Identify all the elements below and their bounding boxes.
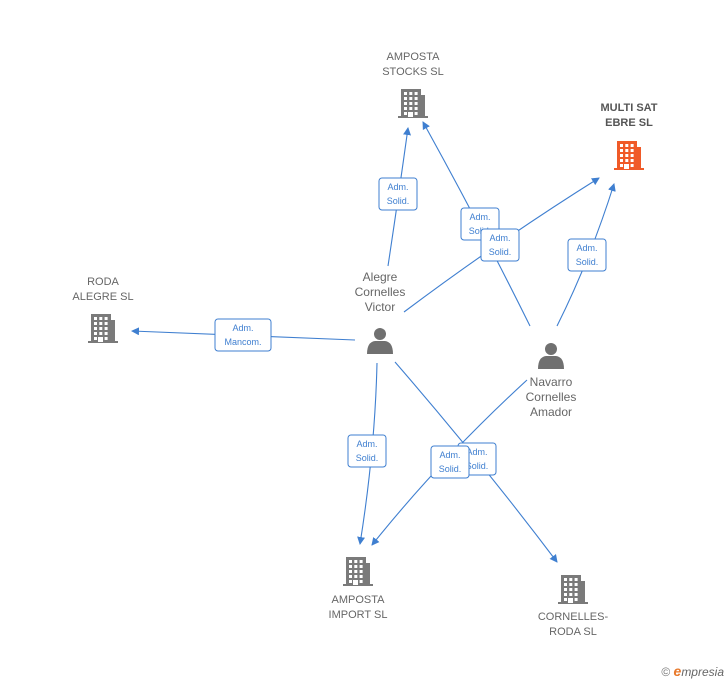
company-node-amposta-stocks[interactable]: AMPOSTA STOCKS SL <box>382 51 444 118</box>
person-label: Alegre <box>363 270 398 284</box>
role-badge-text: Adm. <box>489 233 510 243</box>
role-badge[interactable]: Adm. Solid. <box>567 238 607 272</box>
company-label: MULTI SAT <box>600 102 657 114</box>
role-badge-box <box>480 228 520 262</box>
role-badge-box <box>378 177 418 211</box>
role-badge-box <box>567 238 607 272</box>
badges-layer: Adm.Solid.Adm.Solid.Adm.Solid.Adm.Solid.… <box>214 177 607 479</box>
company-label: AMPOSTA <box>332 594 386 606</box>
role-badge-text: Adm. <box>576 243 597 253</box>
brand-logo-text: mpresia <box>681 665 724 679</box>
company-node-multi-sat[interactable]: MULTI SAT EBRE SL <box>600 102 658 170</box>
role-badge[interactable]: Adm. Solid. <box>480 228 520 262</box>
company-label: IMPORT SL <box>329 609 388 621</box>
company-label: RODA <box>87 276 119 288</box>
role-badge-text: Adm. <box>232 323 253 333</box>
company-label: EBRE SL <box>605 117 653 129</box>
role-badge-text: Adm. <box>466 447 487 457</box>
role-badge-box <box>347 434 387 468</box>
person-label: Victor <box>365 300 395 314</box>
role-badge-text: Adm. <box>387 182 408 192</box>
person-label: Navarro <box>530 375 573 389</box>
brand-logo-initial: e <box>673 663 682 679</box>
company-label: STOCKS SL <box>382 66 444 78</box>
copyright-symbol: © <box>661 665 671 679</box>
company-label: RODA SL <box>549 626 597 638</box>
company-label: CORNELLES- <box>538 611 609 623</box>
role-badge-text: Adm. <box>469 212 490 222</box>
role-badge[interactable]: Adm. Solid. <box>378 177 418 211</box>
role-badge-text: Solid. <box>469 226 492 236</box>
role-badge-text: Adm. <box>356 439 377 449</box>
building-icon <box>343 557 373 586</box>
footer-credit: © empresia <box>661 663 724 679</box>
person-icon <box>367 328 393 354</box>
company-label: AMPOSTA <box>387 51 441 63</box>
building-icon <box>558 575 588 604</box>
role-badge[interactable]: Adm. Mancom. <box>214 318 272 352</box>
company-node-roda-alegre[interactable]: RODA ALEGRE SL <box>72 276 134 343</box>
company-label: ALEGRE SL <box>72 291 133 303</box>
role-badge-text: Solid. <box>387 196 410 206</box>
role-badge-text: Solid. <box>489 247 512 257</box>
company-node-cornelles-roda[interactable]: CORNELLES- RODA SL <box>538 575 609 638</box>
role-badge-box <box>214 318 272 352</box>
role-badge-text: Adm. <box>439 450 460 460</box>
role-badge-text: Solid. <box>466 461 489 471</box>
role-badge-text: Solid. <box>356 453 379 463</box>
company-node-amposta-import[interactable]: AMPOSTA IMPORT SL <box>329 557 388 621</box>
person-label: Cornelles <box>526 390 577 404</box>
role-badge-box <box>430 445 470 479</box>
building-icon <box>88 314 118 343</box>
role-badge[interactable]: Adm. Solid. <box>347 434 387 468</box>
role-badge-text: Mancom. <box>224 337 261 347</box>
role-badge[interactable]: Adm. Solid. <box>430 445 470 479</box>
role-badge-text: Solid. <box>576 257 599 267</box>
person-label: Cornelles <box>355 285 406 299</box>
role-badge-text: Solid. <box>439 464 462 474</box>
person-label: Amador <box>530 405 572 419</box>
building-icon <box>614 141 644 170</box>
nodes-layer: AMPOSTA STOCKS SL MULTI SAT EBRE SL RODA ALEG… <box>72 51 657 638</box>
building-icon <box>398 89 428 118</box>
person-icon <box>538 343 564 369</box>
